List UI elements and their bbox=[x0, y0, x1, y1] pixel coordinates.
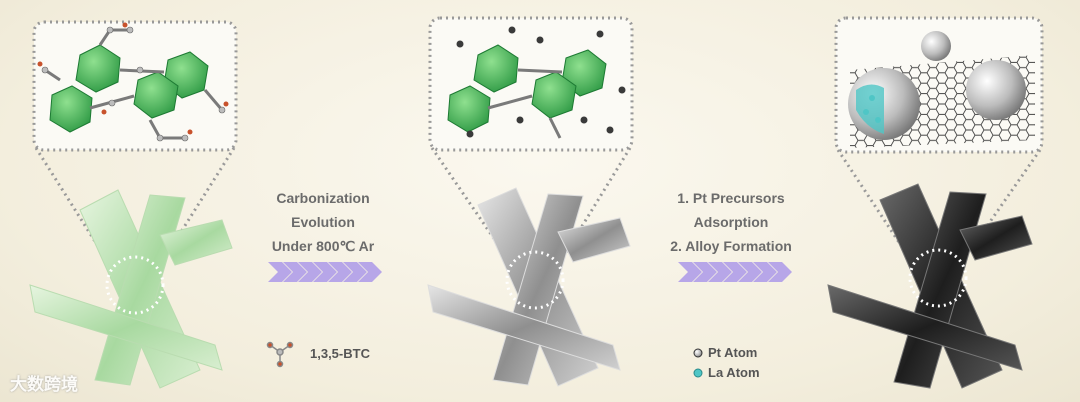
arrow-step1 bbox=[268, 262, 382, 282]
step1-label: Carbonization Evolution Under 800℃ Ar bbox=[248, 186, 398, 258]
legend-pt-label: Pt Atom bbox=[708, 345, 757, 360]
alloy-crystal-dark bbox=[828, 184, 1032, 388]
pt-atom-legend-icon bbox=[694, 349, 702, 357]
watermark-logo: 大数跨境 bbox=[10, 370, 78, 395]
la-atom-legend-icon bbox=[694, 369, 702, 377]
btc-molecule-icon bbox=[268, 343, 293, 367]
step2-line3: 2. Alloy Formation bbox=[656, 234, 806, 258]
mof-crystal-green bbox=[30, 190, 232, 388]
step2-line1: 1. Pt Precursors bbox=[656, 186, 806, 210]
alloy-zoom-box bbox=[836, 18, 1042, 152]
mof-zoom-box bbox=[34, 22, 236, 150]
legend-btc-label: 1,3,5-BTC bbox=[310, 346, 370, 361]
carbon-crystal-gray bbox=[428, 188, 630, 386]
step1-line2: Evolution bbox=[248, 210, 398, 234]
step1-line3: Under 800℃ Ar bbox=[248, 234, 398, 258]
step2-line2: Adsorption bbox=[656, 210, 806, 234]
arrow-step2 bbox=[678, 262, 792, 282]
step2-label: 1. Pt Precursors Adsorption 2. Alloy For… bbox=[656, 186, 806, 258]
legend-la-label: La Atom bbox=[708, 365, 760, 380]
step1-line1: Carbonization bbox=[248, 186, 398, 210]
